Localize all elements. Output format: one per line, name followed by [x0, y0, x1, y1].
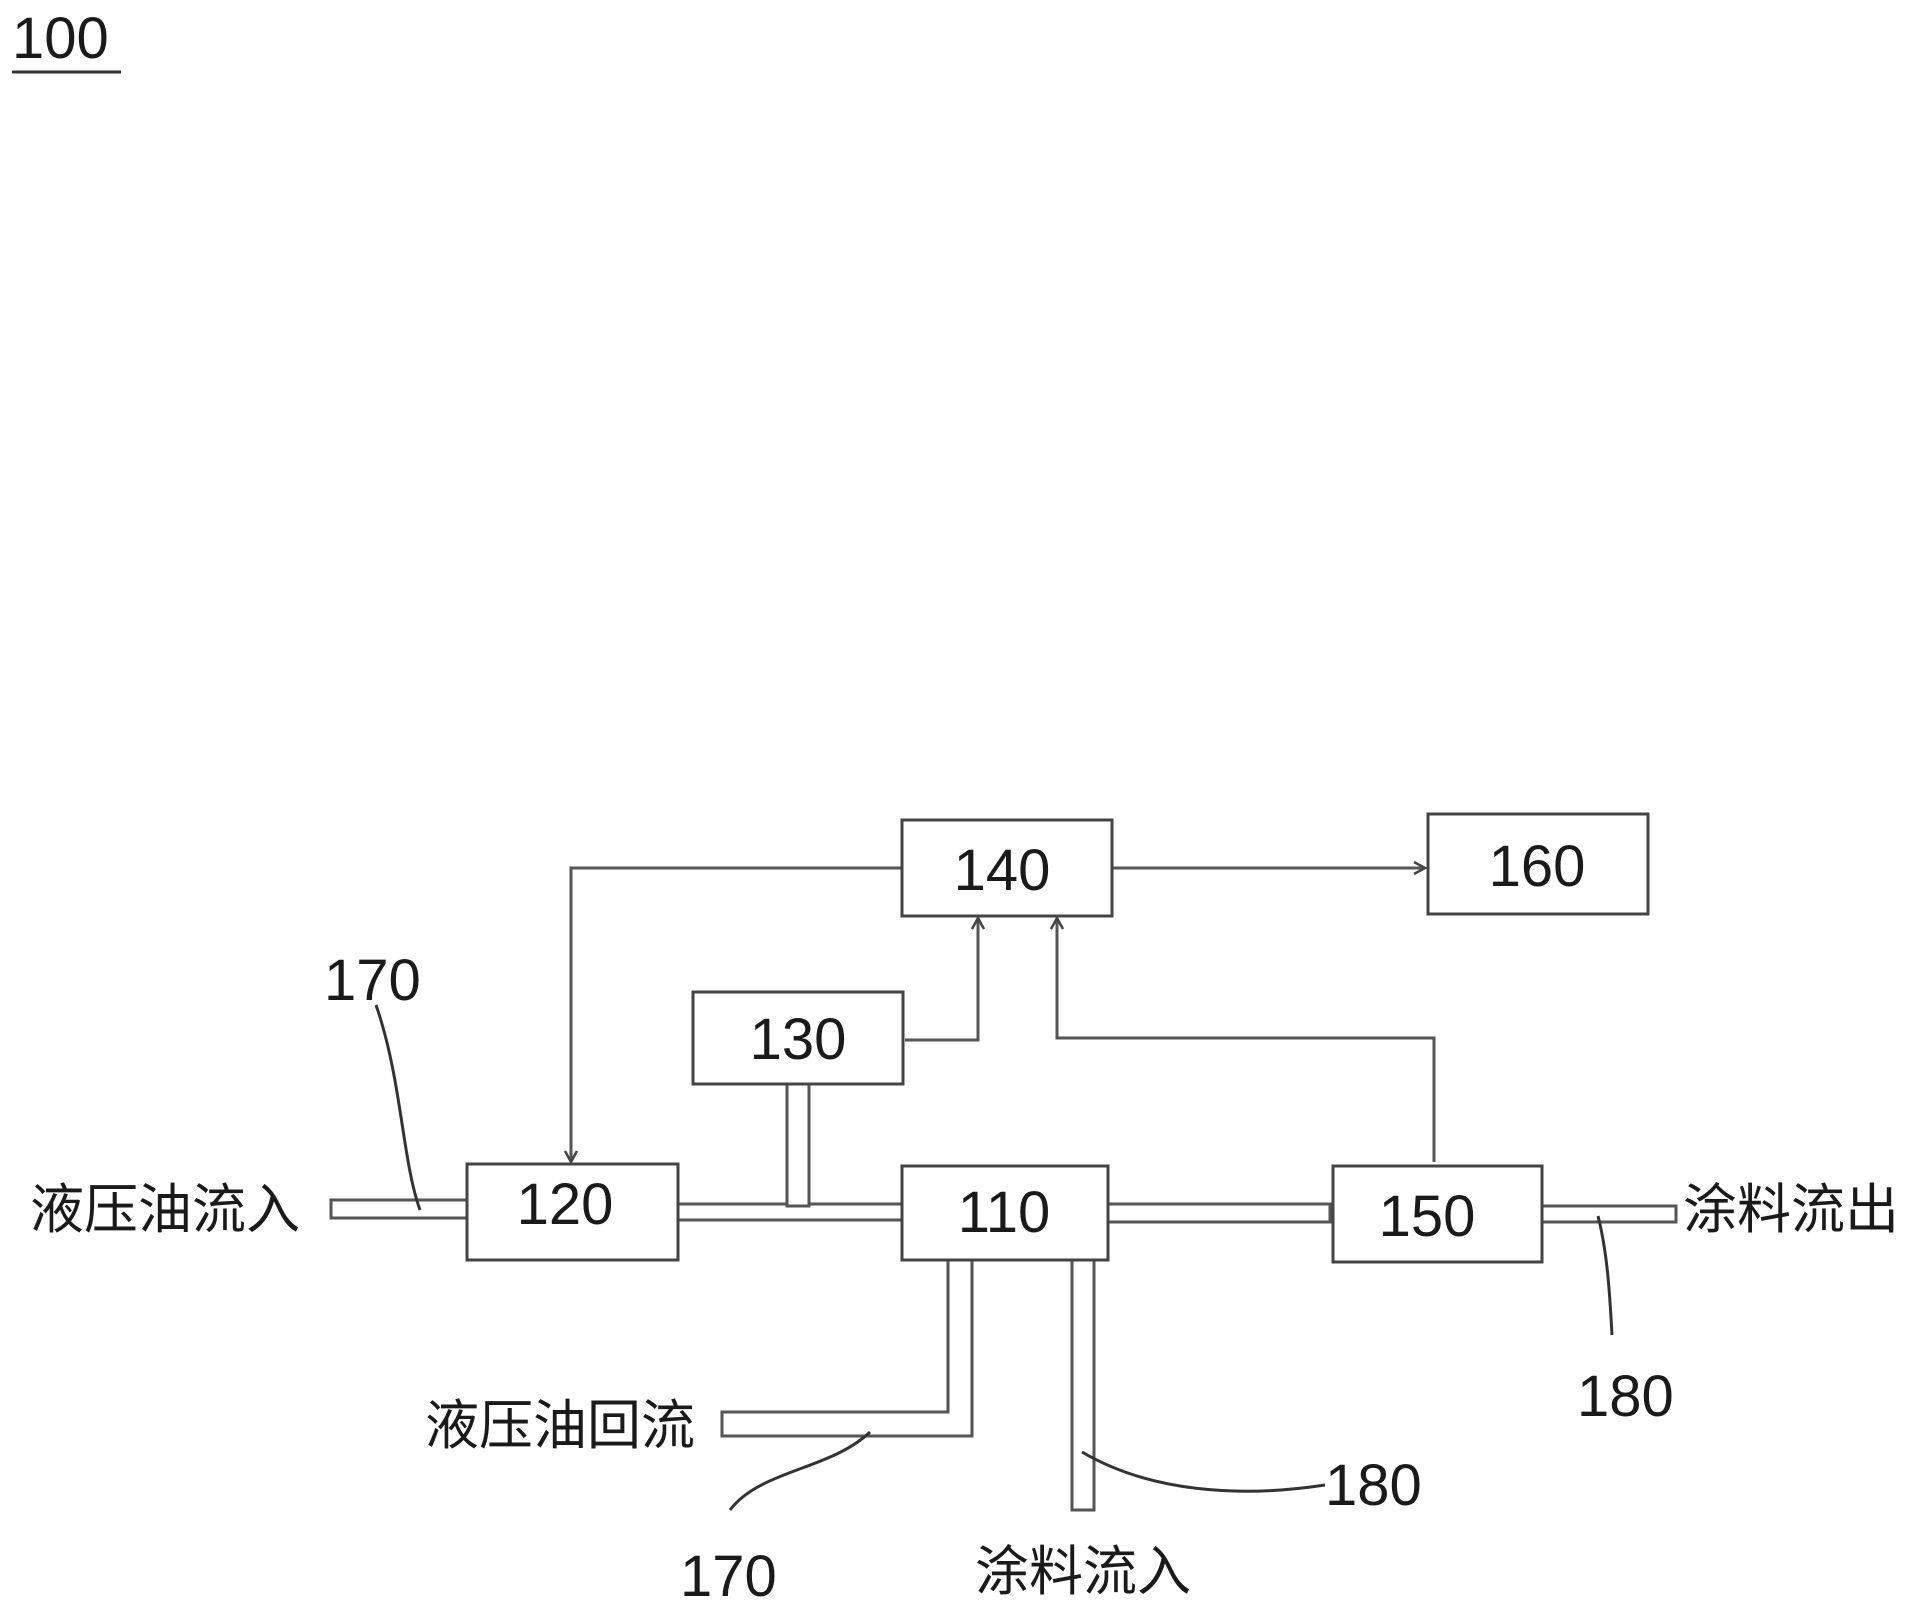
hydraulic-return-pipe — [720, 1256, 974, 1438]
label-hydraulic-in: 液压油流入 — [30, 1178, 300, 1241]
hydraulic-inlet-pipe — [329, 1198, 469, 1220]
block-110-label: 110 — [958, 1180, 1050, 1245]
wire-150-to-140 — [1057, 918, 1436, 1162]
coating-outlet-pipe — [1538, 1204, 1678, 1224]
block-130: 130 — [691, 990, 905, 1086]
block-140-label: 140 — [954, 838, 1051, 903]
leader-180-right — [1596, 1215, 1614, 1336]
block-140: 140 — [900, 818, 1114, 918]
block-130-label: 130 — [750, 1007, 847, 1072]
block-120-label: 120 — [517, 1172, 614, 1237]
block-120: 120 — [465, 1162, 680, 1262]
label-hydraulic-return: 液压油回流 — [425, 1394, 695, 1457]
wire-140-to-120 — [571, 866, 902, 1162]
label-coating-in: 涂料流入 — [975, 1540, 1191, 1603]
leader-170-top — [374, 1004, 422, 1211]
figure-reference: 100 — [12, 6, 109, 71]
leader-180-bottom — [1081, 1450, 1326, 1493]
coating-inlet-pipe — [1070, 1256, 1096, 1512]
callout-180-right: 180 — [1577, 1364, 1674, 1429]
callout-180-bottom: 180 — [1325, 1453, 1422, 1518]
callout-170-bottom: 170 — [680, 1544, 777, 1609]
label-coating-out: 涂料流出 — [1683, 1178, 1899, 1241]
block-160: 160 — [1426, 812, 1650, 916]
block-150: 150 — [1331, 1164, 1544, 1264]
callout-170-top: 170 — [324, 948, 421, 1013]
block-110: 110 — [900, 1164, 1110, 1262]
leader-170-bottom — [728, 1430, 872, 1511]
branch-pipe-130 — [785, 1082, 811, 1208]
pipe-110-150 — [1106, 1202, 1332, 1224]
block-150-label: 150 — [1379, 1184, 1476, 1249]
wire-130-to-140 — [905, 918, 978, 1042]
block-160-label: 160 — [1489, 834, 1586, 899]
